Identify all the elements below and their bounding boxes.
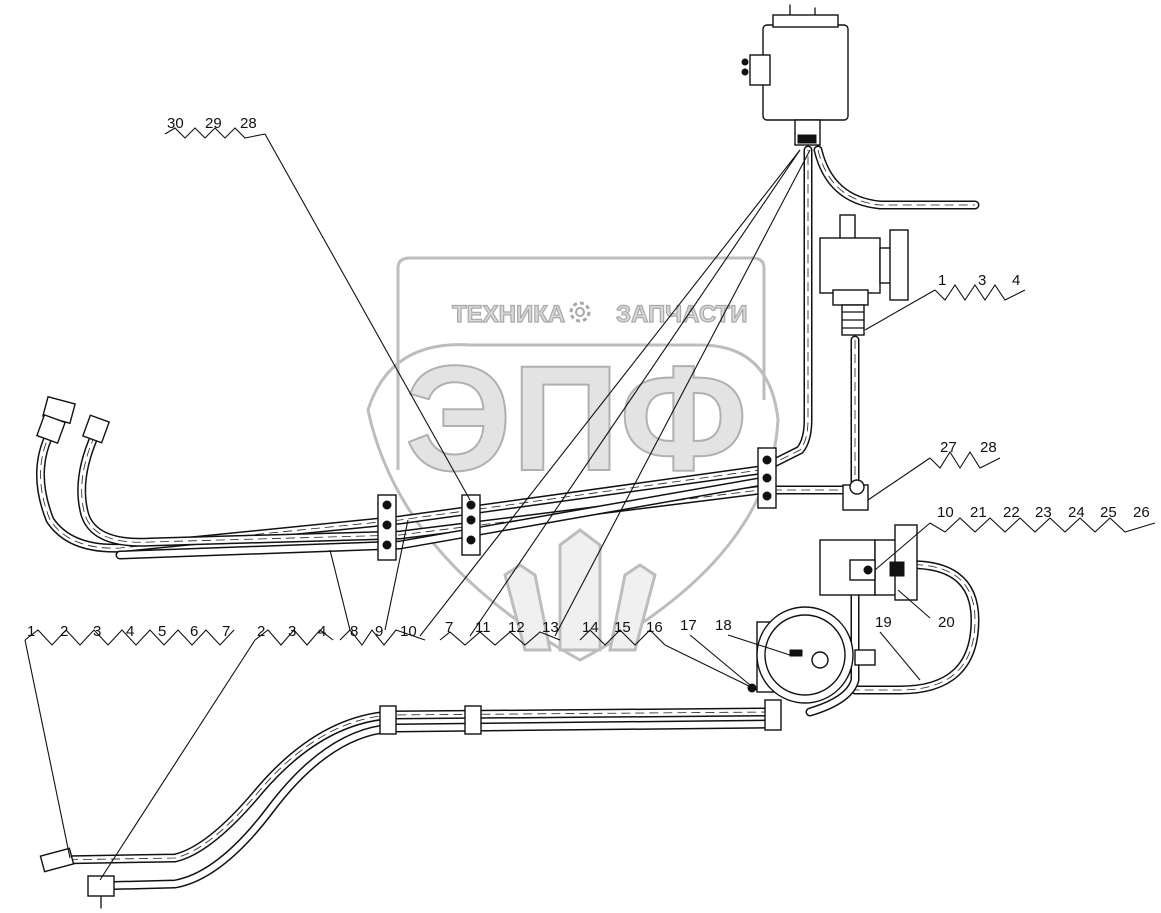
callout-2-lower: 2 <box>60 623 68 640</box>
callout-2-b: 2 <box>257 623 265 640</box>
callout-27: 27 <box>940 439 957 456</box>
callout-4-b: 4 <box>318 623 326 640</box>
callout-24: 24 <box>1068 504 1085 521</box>
callout-25: 25 <box>1100 504 1117 521</box>
gear-icon <box>569 301 591 323</box>
callout-28: 28 <box>240 115 257 132</box>
watermark: ТЕХНИКА ЗАПЧАСТИ ЭПФ <box>366 256 780 662</box>
callout-26: 26 <box>1133 504 1150 521</box>
callout-18: 18 <box>715 617 732 634</box>
callout-11: 11 <box>475 619 491 636</box>
hose-lines <box>36 145 980 891</box>
filter-block <box>819 214 909 336</box>
callout-10-mid: 10 <box>400 623 417 640</box>
callout-28-right: 28 <box>980 439 997 456</box>
callout-3-b: 3 <box>288 623 296 640</box>
callout-17: 17 <box>680 617 697 634</box>
clamps-lower <box>379 699 782 735</box>
callout-3-top: 3 <box>978 272 986 289</box>
callout-19: 19 <box>875 614 892 631</box>
callout-10-right: 10 <box>937 504 954 521</box>
callout-30: 30 <box>167 115 184 132</box>
callout-3-lower: 3 <box>93 623 101 640</box>
callout-1-top: 1 <box>938 272 946 289</box>
callout-13: 13 <box>542 619 559 636</box>
hose-end-fittings <box>36 395 115 909</box>
callout-4-top: 4 <box>1012 272 1020 289</box>
wheat-emblem <box>503 528 657 652</box>
watermark-text-right: ЗАПЧАСТИ <box>616 301 748 328</box>
callout-29: 29 <box>205 115 222 132</box>
callout-9: 9 <box>375 623 383 640</box>
callout-7-mid: 7 <box>445 619 453 636</box>
callout-4-lower: 4 <box>126 623 134 640</box>
callout-23: 23 <box>1035 504 1052 521</box>
callout-labels: 30 29 28 1 3 4 27 28 10 21 22 23 24 25 2… <box>27 115 1150 640</box>
clamps-upper <box>377 447 777 561</box>
callout-12: 12 <box>508 619 525 636</box>
watermark-text-left: ТЕХНИКА <box>452 301 565 328</box>
callout-6: 6 <box>190 623 198 640</box>
pump-block <box>819 524 918 601</box>
callout-16: 16 <box>646 619 663 636</box>
oil-tank <box>741 4 849 146</box>
bracket <box>842 479 869 511</box>
callout-1-lower: 1 <box>27 623 35 640</box>
callout-20: 20 <box>938 614 955 631</box>
callout-21: 21 <box>970 504 987 521</box>
watermark-big-letters: ЭПФ <box>405 334 748 502</box>
callout-15: 15 <box>614 619 631 636</box>
callout-7-lower: 7 <box>222 623 230 640</box>
callout-22: 22 <box>1003 504 1020 521</box>
callout-5: 5 <box>158 623 166 640</box>
callout-14: 14 <box>582 619 599 636</box>
round-filter <box>747 606 876 704</box>
leader-lines <box>24 127 1156 881</box>
callout-8: 8 <box>350 623 358 640</box>
